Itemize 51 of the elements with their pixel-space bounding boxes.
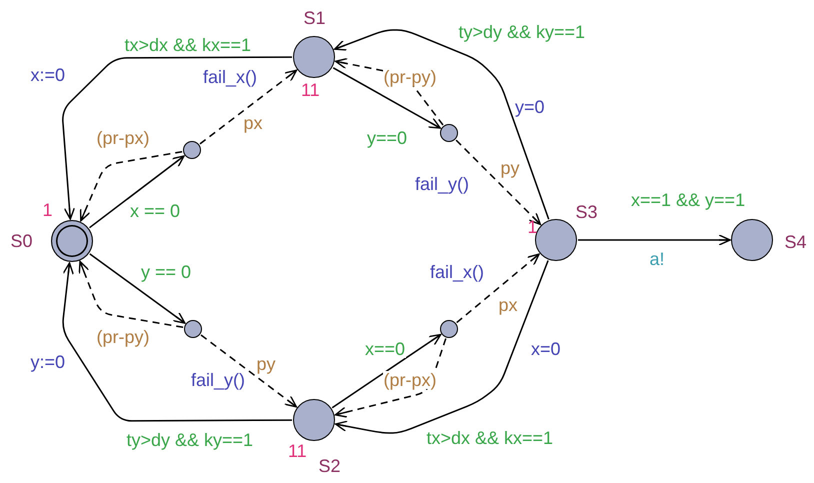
edge-label: tx>dx && kx==1	[426, 429, 554, 447]
dashed-arrow	[200, 334, 298, 408]
state-name: S4	[784, 232, 807, 250]
sync-label: fail_y()	[414, 175, 470, 193]
rate-label: 1	[528, 218, 538, 236]
update-label: y=0	[514, 98, 546, 116]
sync-label: a!	[648, 250, 666, 268]
arrow	[332, 334, 442, 408]
rate-label: 11	[288, 442, 307, 460]
edge-label: (pr-px)	[96, 129, 150, 147]
state-name: S2	[318, 456, 341, 474]
arrow	[334, 260, 549, 434]
branch-point-circle	[440, 124, 458, 142]
branch-point-circle	[440, 320, 458, 338]
arrow	[89, 253, 186, 324]
edge-label: y == 0	[140, 263, 192, 281]
edge-label: x == 0	[129, 202, 182, 220]
dashed-arrow	[200, 70, 298, 144]
edge-label: x==0	[364, 340, 406, 358]
dashed-arrow	[334, 338, 447, 418]
edge-label: ty>dy && ky==1	[458, 23, 586, 41]
branch-point-circle	[183, 141, 201, 159]
dashed-arrow	[80, 150, 182, 222]
edge-label: x==1 && y==1	[630, 191, 746, 209]
arrow	[62, 56, 292, 220]
sync-label: fail_y()	[190, 371, 246, 389]
branch-point-circle	[184, 320, 202, 338]
arrow	[332, 67, 441, 129]
dashed-arrow	[456, 253, 540, 324]
edge-label: y==0	[366, 129, 408, 147]
sync-label: fail_x()	[429, 263, 486, 281]
rate-label: 1	[42, 200, 53, 218]
edge-label: ty>dy && ky==1	[126, 431, 254, 449]
arrow	[62, 262, 292, 422]
edge-label: tx>dx && kx==1	[124, 36, 252, 54]
rate-label: 11	[301, 80, 320, 98]
dashed-arrow	[78, 260, 184, 328]
state-name: S0	[10, 232, 33, 250]
arrow	[334, 29, 550, 220]
edge-label: (pr-py)	[96, 328, 150, 346]
update-label: x=0	[530, 340, 562, 358]
state-name: S1	[304, 8, 326, 26]
state-name: S3	[576, 202, 598, 220]
dashed-arrow	[456, 140, 542, 226]
arrow	[89, 155, 185, 228]
arrow	[578, 234, 731, 246]
update-label: x:=0	[30, 66, 66, 84]
sync-label: fail_x()	[202, 68, 258, 86]
edge-label: (pr-px)	[382, 371, 438, 389]
edge-label: (pr-py)	[382, 68, 438, 86]
update-label: y:=0	[30, 353, 66, 371]
